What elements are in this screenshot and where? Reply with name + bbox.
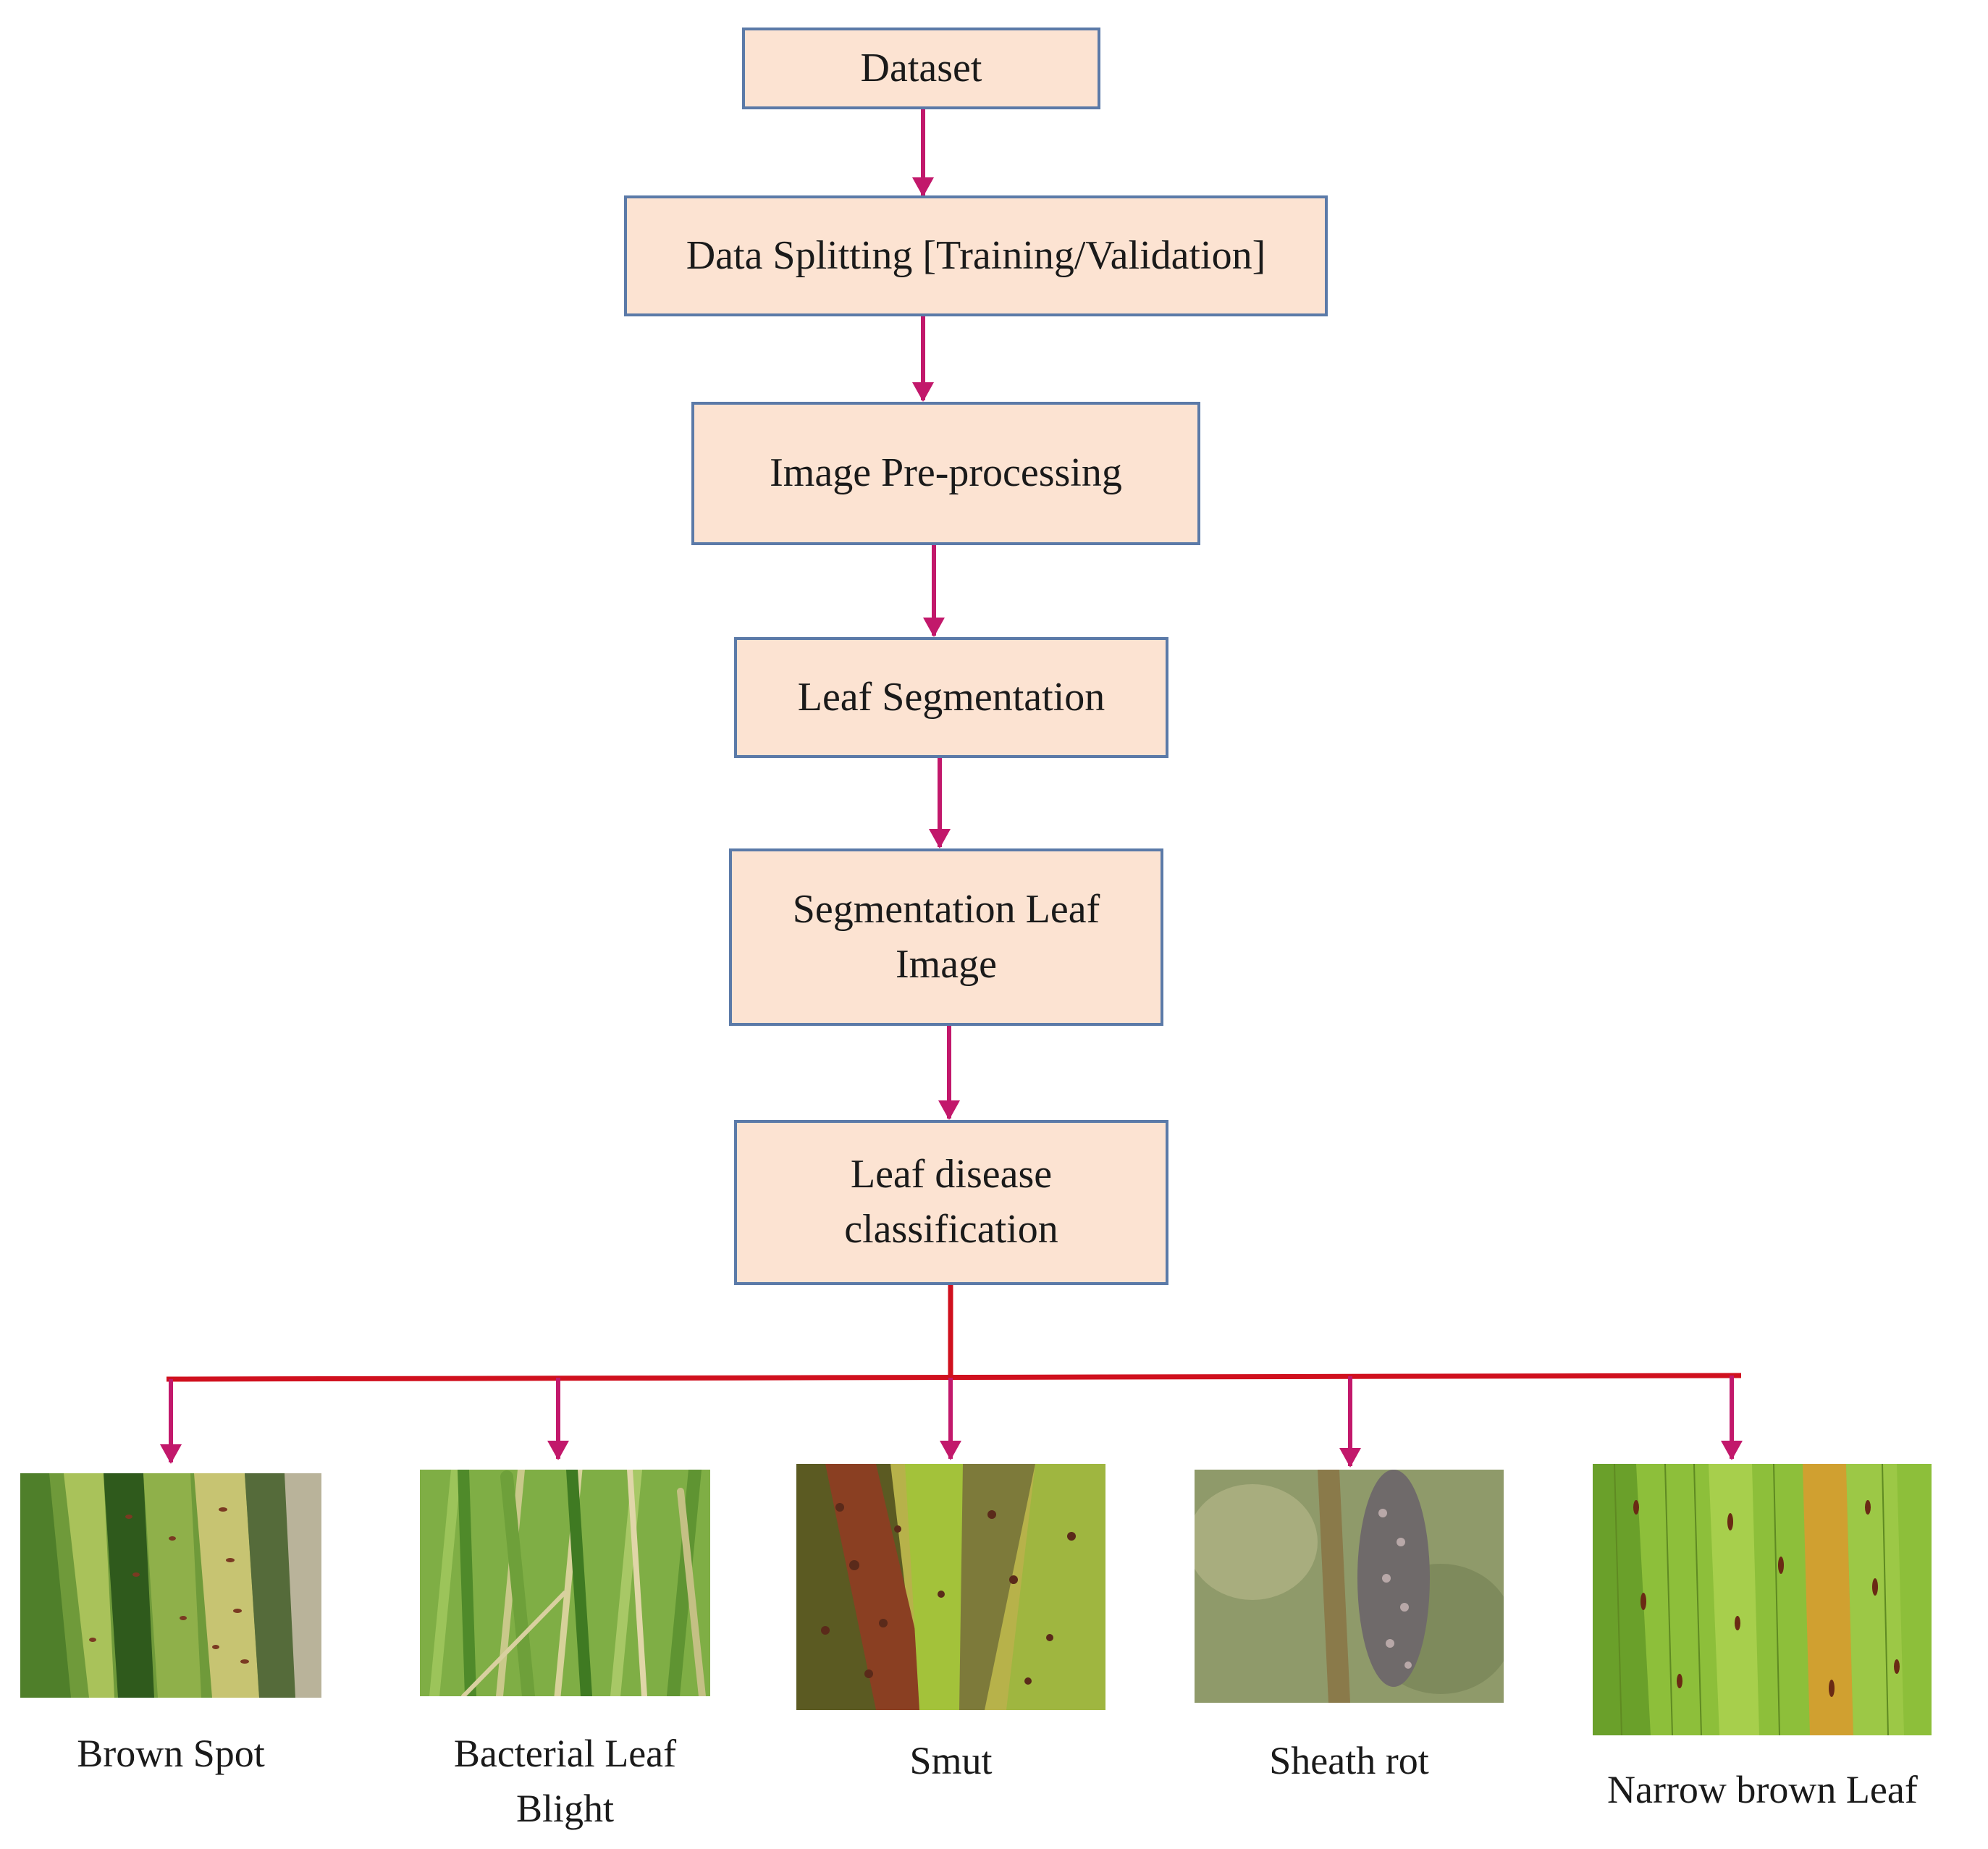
step-data-splitting-label: Data Splitting [Training/Validation] — [686, 232, 1266, 278]
sheath-rot-photo — [1195, 1470, 1504, 1703]
caption-smut: Smut — [909, 1739, 993, 1782]
bacterial-leaf-blight-photo — [420, 1470, 710, 1696]
caption-brown-spot: Brown Spot — [77, 1732, 265, 1775]
arrowhead-1 — [912, 177, 934, 197]
arrowhead-2 — [912, 382, 934, 402]
smut-leaf-photo — [796, 1464, 1105, 1710]
arrowhead-3 — [923, 618, 945, 637]
step-dataset: Dataset — [742, 28, 1100, 109]
step-image-preprocessing: Image Pre-processing — [691, 402, 1200, 545]
step-image-preprocessing-label: Image Pre-processing — [770, 450, 1122, 496]
step-leaf-segmentation-label: Leaf Segmentation — [797, 674, 1105, 720]
step-data-splitting: Data Splitting [Training/Validation] — [624, 195, 1328, 316]
arrowhead-5 — [938, 1100, 960, 1120]
step-leaf-segmentation: Leaf Segmentation — [734, 637, 1168, 758]
brown-spot-leaf-photo — [20, 1473, 321, 1698]
step-dataset-label: Dataset — [860, 45, 982, 90]
step-segmentation-leaf-image: Segmentation Leaf Image — [729, 848, 1163, 1026]
arrowhead-4 — [929, 829, 951, 848]
caption-sheath-rot: Sheath rot — [1269, 1739, 1429, 1782]
caption-bacterial-leaf-blight: Bacterial Leaf Blight — [453, 1732, 677, 1830]
narrow-brown-leaf-photo — [1593, 1464, 1932, 1735]
step-segmentation-leaf-image-label: Segmentation Leaf Image — [792, 886, 1100, 987]
step-leaf-disease-classification: Leaf disease classification — [734, 1120, 1168, 1285]
branch-bus — [166, 1373, 1742, 1382]
caption-narrow-brown-leaf: Narrow brown Leaf — [1607, 1768, 1918, 1811]
step-leaf-disease-classification-label: Leaf disease classification — [844, 1152, 1058, 1252]
